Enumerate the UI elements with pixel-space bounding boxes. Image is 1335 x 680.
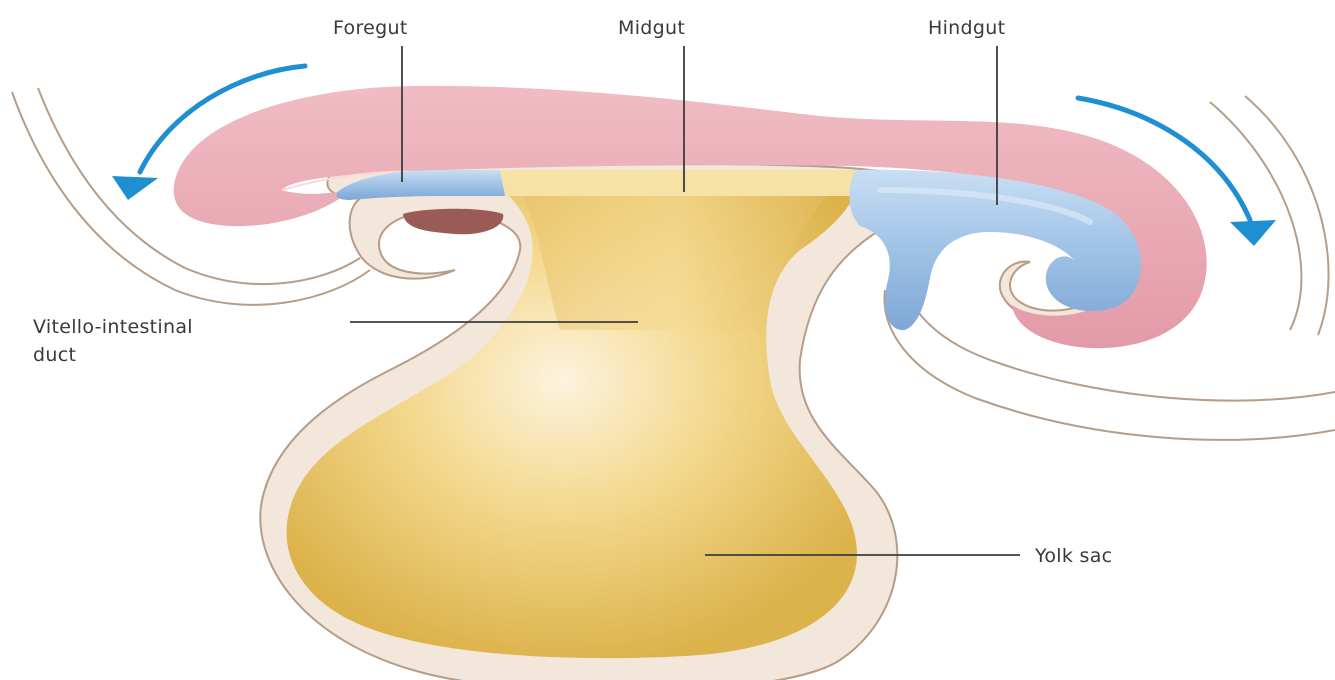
midgut-label: Midgut xyxy=(618,17,685,39)
vitello-intestinal-label: Vitello-intestinal xyxy=(33,316,193,338)
midgut-band xyxy=(500,170,860,196)
duct-label: duct xyxy=(33,344,76,366)
yolk-sac-label: Yolk sac xyxy=(1034,545,1112,567)
hindgut-label: Hindgut xyxy=(928,17,1005,39)
foregut-label: Foregut xyxy=(333,17,408,39)
heart-primordium xyxy=(403,209,503,235)
